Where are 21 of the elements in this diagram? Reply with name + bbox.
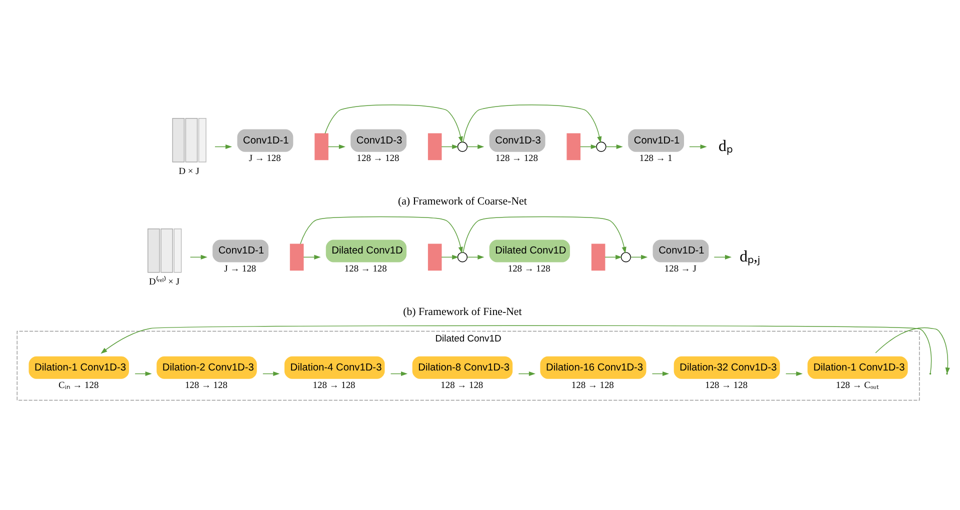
- node-label: 128 → 128: [356, 153, 400, 164]
- node-label: 128 → 1: [639, 153, 672, 164]
- node-label: 128 → 128: [496, 153, 538, 164]
- node-label: 128 → 128: [571, 380, 614, 390]
- node-label: 128 → Cₒᵤₜ: [836, 380, 878, 390]
- node-label: 128 → 128: [440, 380, 484, 390]
- label: (a) Framework of Coarse-Net: [398, 195, 527, 207]
- node-label: 128 → 128: [184, 380, 228, 390]
- node-text: dₚ: [718, 137, 732, 154]
- node-label: 128 → J: [664, 264, 696, 274]
- node-label: J → 128: [224, 264, 256, 274]
- node-label: 128 → 128: [508, 264, 550, 274]
- node-label: 128 → 128: [312, 380, 356, 390]
- node-label: D × J: [178, 166, 200, 176]
- node-label: 128 → 128: [344, 264, 387, 274]
- node-label: D⁽ʳᵉˡ⁾ × J: [148, 276, 180, 287]
- node-label: 128 → 128: [705, 380, 748, 390]
- node-label: J → 128: [248, 153, 281, 164]
- node-label: Cᵢₙ → 128: [58, 380, 99, 390]
- label: (b) Framework of Fine-Net: [403, 305, 522, 318]
- node-text: dₚ,ⱼ: [740, 248, 761, 265]
